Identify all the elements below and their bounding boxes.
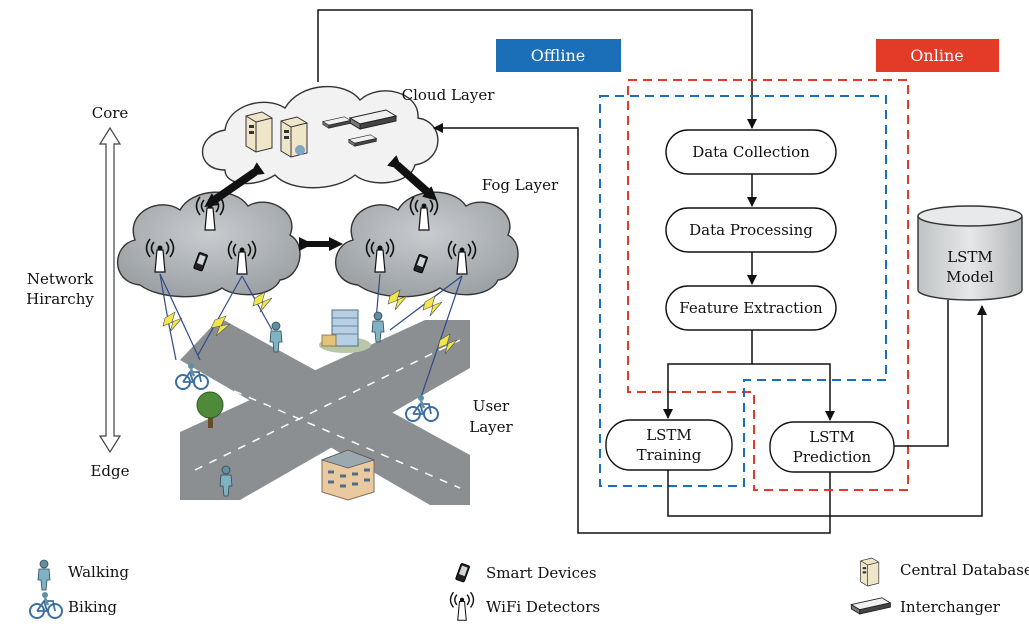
legend-walking-label: Walking	[68, 563, 129, 581]
online-tag-bg	[876, 39, 999, 72]
road-intersection	[180, 318, 470, 505]
model-to-prediction-line	[894, 300, 949, 447]
data-collection-label: Data Collection	[692, 143, 810, 161]
lstm-training-box: LSTM Training	[605, 419, 733, 471]
walking-person-icon	[371, 311, 385, 343]
admin-icon	[295, 145, 305, 155]
legend-interchanger-label: Interchanger	[900, 598, 1001, 616]
central-database-icon	[245, 111, 273, 153]
feature-to-prediction-arrow	[752, 363, 835, 421]
data-collection-box: Data Collection	[665, 129, 837, 175]
prediction-to-cloud-line	[433, 123, 831, 534]
online-tag-label: Online	[910, 46, 963, 65]
hierarchy-title-line2: Hirarchy	[26, 290, 94, 308]
lstm-prediction-label-line2: Prediction	[793, 448, 872, 466]
cloud-layer-label: Cloud Layer	[402, 86, 496, 104]
lstm-model-label-line2: Model	[946, 268, 994, 286]
legend-biking-label: Biking	[68, 598, 117, 616]
feature-extraction-box: Feature Extraction	[665, 285, 837, 331]
legend-wifi-label: WiFi Detectors	[486, 598, 600, 616]
legend: Walking Biking Smart Devices WiFi Detect…	[28, 557, 1029, 621]
hierarchy-core-label: Core	[92, 104, 129, 122]
smart-device-icon	[455, 562, 471, 583]
offline-tag: Offline	[496, 39, 621, 72]
lstm-training-label-line2: Training	[637, 446, 702, 464]
fog-cloud-left	[116, 191, 301, 298]
offline-tag-bg	[496, 39, 621, 72]
lstm-training-label-line1: LSTM	[646, 426, 692, 444]
user-layer-label-line2: Layer	[469, 418, 513, 436]
biking-icon	[28, 590, 64, 620]
cloud-fog-links	[204, 155, 438, 251]
offline-boundary	[599, 95, 887, 487]
feature-extraction-label: Feature Extraction	[679, 299, 823, 317]
fog-cloud-right	[334, 191, 519, 298]
hierarchy-edge-label: Edge	[90, 462, 129, 480]
lstm-model-label-line1: LSTM	[947, 248, 993, 266]
legend-database-label: Central Database	[900, 561, 1029, 579]
data-processing-label: Data Processing	[689, 221, 813, 239]
fog-layer-label: Fog Layer	[482, 176, 559, 194]
feature-to-training-arrow	[663, 330, 753, 419]
online-tag: Online	[876, 39, 999, 72]
data-processing-box: Data Processing	[665, 207, 837, 253]
signal-bolts	[162, 289, 458, 355]
wifi-detector-icon	[449, 591, 475, 621]
tree-icon	[196, 391, 224, 428]
walking-icon	[37, 559, 51, 591]
user-layer-label-line1: User	[473, 397, 510, 415]
hierarchy-title-line1: Network	[27, 270, 94, 288]
offline-tag-label: Offline	[531, 46, 586, 65]
training-to-model-arrow	[667, 305, 987, 517]
online-boundary	[627, 79, 909, 491]
interchanger-icon	[850, 597, 891, 615]
cloud-to-collection-line	[317, 9, 757, 129]
legend-smart-devices-label: Smart Devices	[486, 564, 597, 582]
apartment-building-icon	[320, 449, 376, 501]
hierarchy-arrow	[98, 126, 122, 454]
lstm-model-database: LSTM Model	[917, 205, 1023, 301]
lstm-prediction-box: LSTM Prediction	[769, 421, 895, 473]
office-building-icon	[319, 309, 371, 353]
central-database-icon	[860, 557, 880, 587]
lstm-prediction-label-line1: LSTM	[809, 428, 855, 446]
